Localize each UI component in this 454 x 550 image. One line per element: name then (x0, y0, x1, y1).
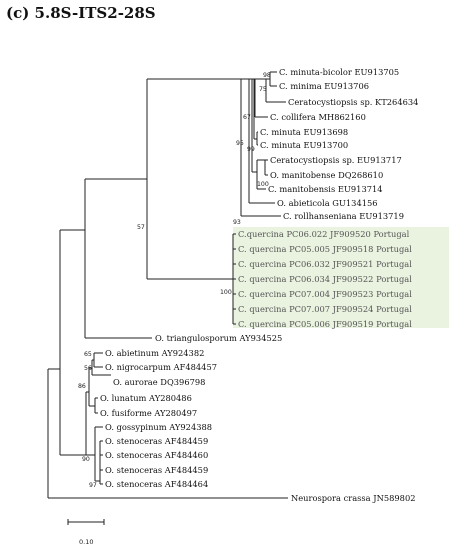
quercina-clade-highlight (233, 227, 449, 328)
taxon-label: Neurospora crassa JN589802 (291, 493, 416, 503)
taxon-label: O. gossypinum AY924388 (105, 422, 212, 432)
taxon-label: C. minuta EU913698 (260, 127, 348, 137)
taxon-label: O. fusiforme AY280497 (100, 408, 197, 418)
taxon-label: C. minima EU913706 (279, 81, 369, 91)
taxon-label: C. minuta-bicolor EU913705 (279, 67, 399, 77)
bootstrap-value: 56 (84, 365, 92, 372)
taxon-label: C. quercina PC05.005 JF909518 Portugal (238, 244, 412, 254)
taxon-label: O. abietinum AY924382 (105, 348, 204, 358)
scale-bar: 0.10 (67, 519, 105, 546)
taxon-label: C. quercina PC06.032 JF909521 Portugal (238, 259, 412, 269)
bootstrap-value: 65 (84, 351, 92, 358)
taxon-label: O. stenoceras AF484459 (105, 436, 208, 446)
taxon-label: O. nigrocarpum AF484457 (105, 362, 217, 372)
bootstrap-value: 99 (247, 146, 255, 153)
bootstrap-value: 57 (137, 224, 145, 231)
scale-bar-label: 0.10 (79, 538, 93, 546)
taxon-label: C. collifera MH862160 (270, 112, 366, 122)
taxon-label: O. stenoceras AF484464 (105, 479, 208, 489)
taxon-label: C. quercina PC07.007 JF909524 Portugal (238, 304, 412, 314)
bootstrap-value: 86 (78, 383, 86, 390)
bootstrap-value: 97 (89, 482, 97, 489)
bootstrap-value: 67 (243, 114, 251, 121)
taxon-labels: C. minuta-bicolor EU913705 C. minima EU9… (100, 67, 418, 503)
bootstrap-value: 100 (257, 181, 269, 188)
bootstrap-value: 93 (233, 219, 241, 226)
bootstrap-values: 98 75 67 99 95 100 93 57 100 65 56 86 90… (78, 72, 271, 489)
taxon-label: C. minuta EU913700 (260, 140, 348, 150)
taxon-label: O. aurorae DQ396798 (113, 377, 205, 387)
taxon-label: O. manitobense DQ268610 (270, 170, 383, 180)
bootstrap-value: 98 (263, 72, 271, 79)
taxon-label: O. abieticola GU134156 (277, 198, 378, 208)
taxon-label: C. quercina PC05.006 JF909519 Portugal (238, 319, 412, 329)
bootstrap-value: 75 (259, 86, 267, 93)
taxon-label: O. lunatum AY280486 (100, 393, 192, 403)
taxon-label: C. quercina PC06.034 JF909522 Portugal (238, 274, 412, 284)
taxon-label: C.quercina PC06.022 JF909520 Portugal (238, 229, 410, 239)
taxon-label: C. quercina PC07.004 JF909523 Portugal (238, 289, 412, 299)
taxon-label: O. triangulosporum AY934525 (155, 333, 282, 343)
figure-title: (c) 5.8S-ITS2-28S (6, 4, 156, 22)
bootstrap-value: 90 (82, 456, 90, 463)
bootstrap-value: 100 (220, 289, 232, 296)
taxon-label: O. stenoceras AF484459 (105, 465, 208, 475)
bootstrap-value: 95 (236, 140, 244, 147)
taxon-label: C. manitobensis EU913714 (268, 184, 383, 194)
taxon-label: O. stenoceras AF484460 (105, 450, 208, 460)
taxon-label: C. rollhanseniana EU913719 (283, 211, 404, 221)
taxon-label: Ceratocystiopsis sp. KT264634 (288, 97, 418, 107)
taxon-label: Ceratocystiopsis sp. EU913717 (270, 155, 402, 165)
tree-branches (47, 71, 288, 499)
